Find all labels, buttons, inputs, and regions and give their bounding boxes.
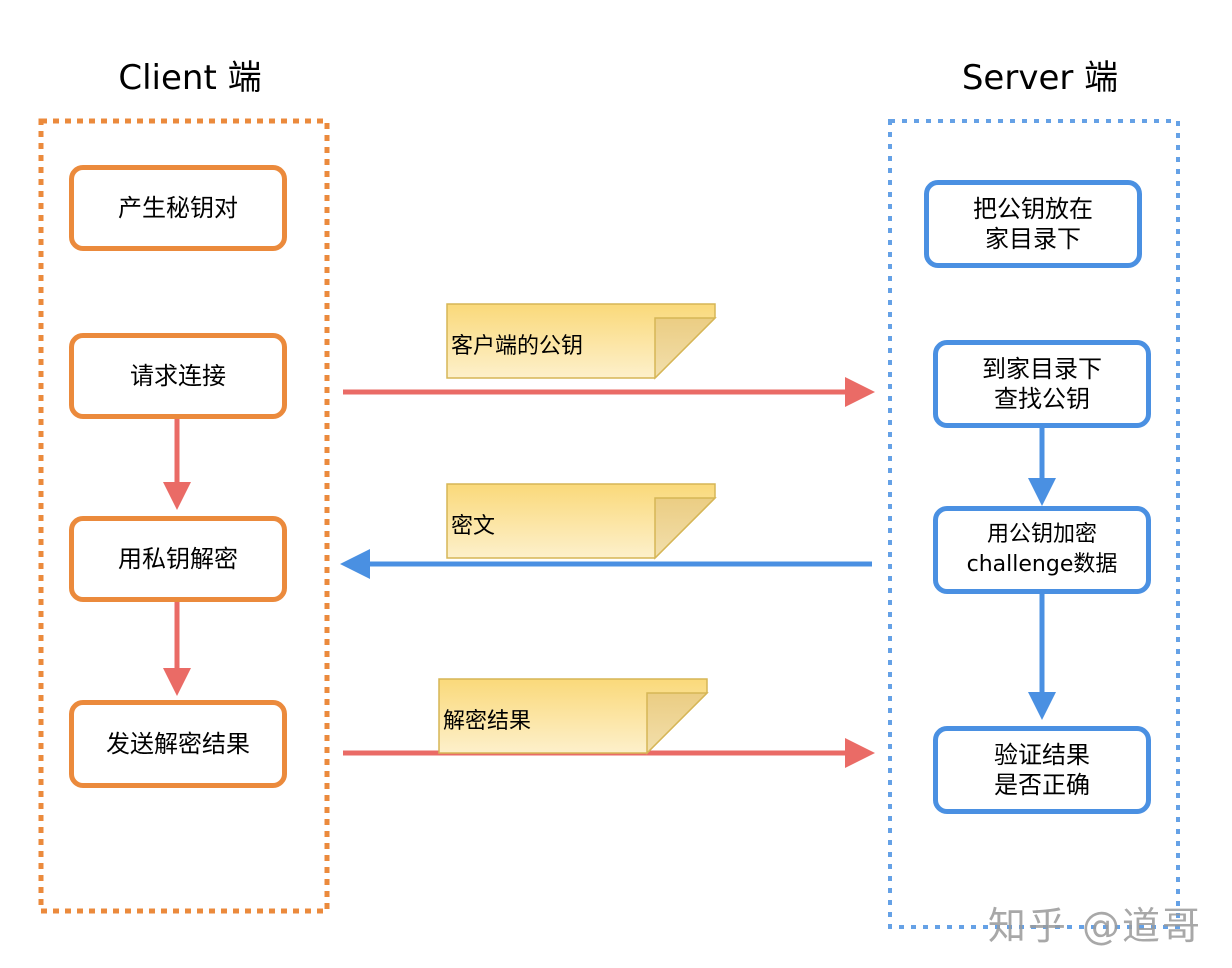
client-node-request-connection: 请求连接 <box>69 333 287 419</box>
client-arrow-connect-to-decrypt <box>163 418 191 510</box>
server-node-find-public-key: 到家目录下 查找公钥 <box>933 340 1151 428</box>
note-public-key <box>446 303 717 380</box>
watermark: 知乎 @道哥 <box>987 904 1202 948</box>
server-node-encrypt-challenge: 用公钥加密 challenge数据 <box>933 506 1151 594</box>
server-node-verify-result: 验证结果 是否正确 <box>933 726 1151 814</box>
server-title: Server 端 <box>961 58 1119 98</box>
server-node-store-public-key: 把公钥放在 家目录下 <box>924 180 1142 268</box>
client-container <box>38 118 330 914</box>
client-node-send-result: 发送解密结果 <box>69 700 287 788</box>
note-decrypt-result <box>438 678 709 755</box>
client-arrow-decrypt-to-send <box>163 602 191 696</box>
client-node-generate-keypair: 产生秘钥对 <box>69 165 287 251</box>
client-node-decrypt-private-key: 用私钥解密 <box>69 516 287 602</box>
message-arrow-ciphertext <box>340 549 872 579</box>
note-ciphertext <box>446 483 717 560</box>
note-text: 解密结果 <box>443 709 532 734</box>
server-arrow-find-to-encrypt <box>1028 428 1056 506</box>
server-container <box>888 119 1180 929</box>
note-text: 密文 <box>451 514 496 539</box>
note-text: 客户端的公钥 <box>451 334 584 359</box>
client-title: Client 端 <box>118 58 262 98</box>
message-arrow-public-key <box>343 377 875 407</box>
server-arrow-encrypt-to-verify <box>1028 594 1056 720</box>
